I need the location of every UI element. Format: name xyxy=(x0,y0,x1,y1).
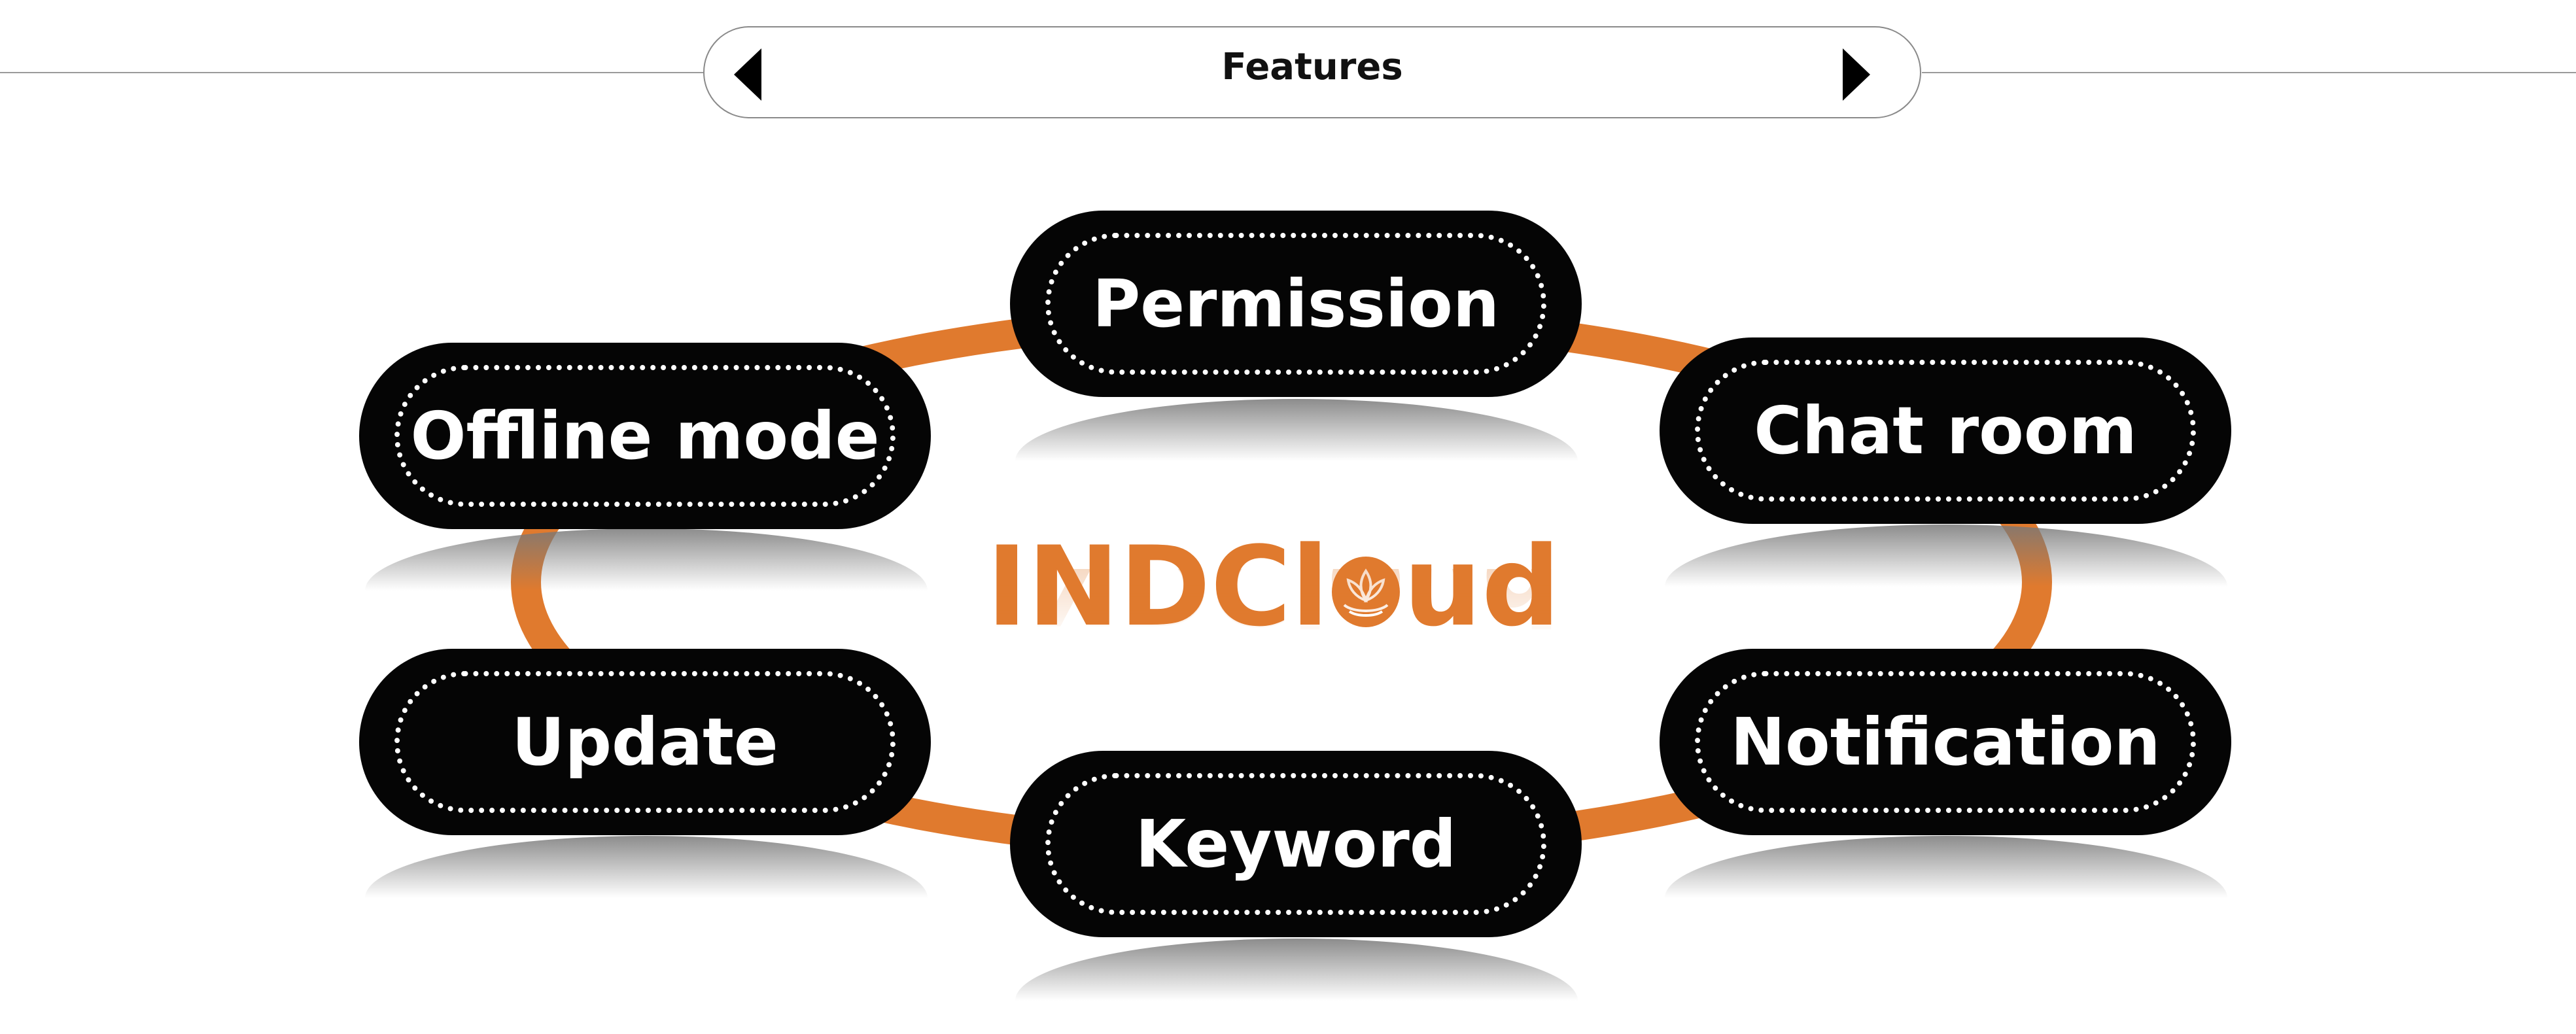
feature-pill-notification[interactable]: Notification xyxy=(1660,649,2231,835)
brand-logo: INDCl ud xyxy=(986,530,1575,644)
triangle-left-icon xyxy=(734,48,761,101)
feature-label: Permission xyxy=(1092,266,1500,342)
pill-dotted-border: Update xyxy=(394,671,896,813)
brand-text-end: ud xyxy=(1403,523,1561,651)
pill-dotted-border: Keyword xyxy=(1045,773,1546,915)
feature-pill-chat-room[interactable]: Chat room xyxy=(1660,337,2231,524)
page-title: Features xyxy=(1221,46,1403,88)
pill-dotted-border: Chat room xyxy=(1695,360,2196,502)
prev-button[interactable] xyxy=(729,45,768,104)
feature-pill-keyword[interactable]: Keyword xyxy=(1010,751,1582,937)
header-rule-left xyxy=(0,72,706,73)
lotus-badge-icon xyxy=(1330,569,1402,619)
brand-reflection-text-end: ud xyxy=(1403,569,1561,641)
feature-label: Notification xyxy=(1730,704,2161,780)
pill-dotted-border: Permission xyxy=(1045,233,1546,375)
feature-pill-update[interactable]: Update xyxy=(359,649,931,835)
brand-reflection-text-start: INDCl xyxy=(986,569,1329,641)
brand-text-start: INDCl xyxy=(986,523,1329,651)
header-rule-right xyxy=(1922,72,2576,73)
pill-dotted-border: Offline mode xyxy=(394,365,896,507)
triangle-right-icon xyxy=(1843,48,1870,101)
lotus-badge-icon xyxy=(1330,551,1402,629)
feature-label: Update xyxy=(512,704,778,780)
brand-logo-reflection: INDCl ud xyxy=(986,569,1575,641)
feature-pill-offline-mode[interactable]: Offline mode xyxy=(359,343,931,529)
next-button[interactable] xyxy=(1836,45,1875,104)
feature-label: Offline mode xyxy=(410,398,880,474)
feature-label: Keyword xyxy=(1135,806,1457,882)
header-bar: Features xyxy=(703,26,1921,118)
feature-label: Chat room xyxy=(1754,392,2137,469)
feature-pill-permission[interactable]: Permission xyxy=(1010,211,1582,397)
pill-dotted-border: Notification xyxy=(1695,671,2196,813)
